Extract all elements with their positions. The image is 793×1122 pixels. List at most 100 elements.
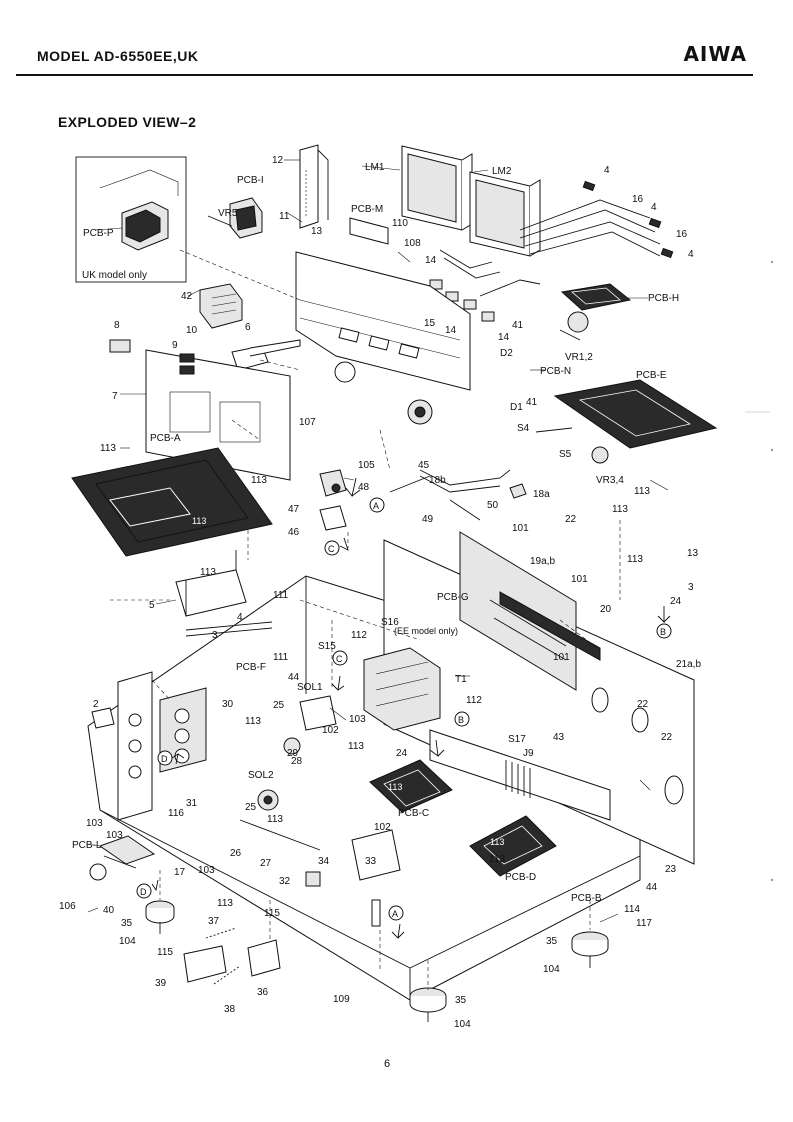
label-49: 49 (422, 514, 434, 525)
label-22-lower: 22 (661, 732, 673, 743)
callout-d-bottom (136, 883, 152, 899)
label-lm1: LM1 (365, 162, 385, 173)
label-24-center: 24 (396, 748, 408, 759)
label-46: 46 (288, 527, 300, 538)
header-rule (16, 74, 753, 76)
label-29: 29 (287, 748, 299, 759)
label-33: 33 (365, 856, 377, 867)
label-113-on-pcba: 113 (192, 516, 206, 526)
label-113-on-pcbd: 113 (490, 837, 504, 847)
label-27: 27 (260, 858, 272, 869)
label-pcb-e: PCB-E (636, 370, 667, 381)
pcb-p-label: PCB-P (83, 228, 114, 239)
label-16-upper: 16 (632, 194, 644, 205)
label-34: 34 (318, 856, 330, 867)
clamp-parts (319, 469, 347, 531)
label-113-right: 113 (634, 486, 650, 497)
callout-a-bottom (388, 905, 404, 921)
label-13-right: 13 (687, 548, 699, 559)
page-number: 6 (384, 1058, 391, 1070)
label-43: 43 (553, 732, 565, 743)
front-bracket (199, 144, 471, 425)
label-pcb-a: PCB-A (150, 433, 181, 444)
label-d2: D2 (500, 348, 513, 359)
label-103-left: 103 (86, 818, 103, 829)
label-103-pcbl: 103 (106, 830, 123, 841)
label-21ab: 21a,b (676, 659, 701, 670)
label-105: 105 (358, 460, 375, 471)
label-47: 47 (288, 504, 300, 515)
label-20: 20 (600, 604, 612, 615)
label-pcb-g: PCB-G (437, 592, 469, 603)
label-35-bottom: 35 (455, 995, 467, 1006)
label-19ab: 19a,b (530, 556, 555, 567)
bracket-5 (175, 550, 247, 617)
label-vr34: VR3,4 (596, 475, 624, 486)
label-11: 11 (279, 211, 290, 222)
label-4-top: 4 (604, 165, 610, 176)
lever-parts (183, 927, 281, 985)
callout-d-bottom-label: D (140, 887, 147, 897)
power-cord (389, 469, 527, 521)
label-113-bracket: 113 (200, 567, 216, 578)
label-44-upper: 44 (288, 672, 300, 683)
label-106: 106 (59, 901, 76, 912)
label-25-upper: 25 (273, 700, 285, 711)
label-30: 30 (222, 699, 234, 710)
label-2: 2 (93, 699, 99, 710)
label-pcb-m: PCB-M (351, 204, 383, 215)
label-4-middle: 4 (651, 202, 657, 213)
label-j9: J9 (523, 748, 534, 759)
label-107: 107 (299, 417, 316, 428)
label-103-lower: 103 (198, 865, 215, 876)
label-7: 7 (112, 391, 118, 402)
label-37: 37 (208, 916, 220, 927)
label-sol2: SOL2 (248, 770, 274, 781)
label-104-bottom: 104 (454, 1019, 471, 1030)
pcb-l-board (89, 835, 156, 881)
label-39: 39 (155, 978, 167, 989)
label-pcb-d: PCB-D (505, 872, 536, 883)
label-9: 9 (172, 340, 178, 351)
label-14-b: 14 (445, 325, 457, 336)
label-28: 28 (291, 756, 303, 767)
label-113-side: 113 (627, 554, 643, 565)
meter-assembly (401, 145, 674, 322)
main-chassis (87, 531, 695, 1001)
label-3-right: 3 (688, 582, 694, 593)
label-50: 50 (487, 500, 499, 511)
section-title: EXPLODED VIEW–2 (58, 114, 197, 130)
label-101-middle: 101 (571, 574, 588, 585)
label-lm2: LM2 (492, 166, 512, 177)
label-22-upper: 22 (565, 514, 577, 525)
label-sol1: SOL1 (297, 682, 323, 693)
label-108: 108 (404, 238, 421, 249)
callout-c-top-label: C (328, 544, 335, 554)
label-114: 114 (624, 904, 640, 915)
leader-lines (85, 159, 669, 923)
label-22-middle: 22 (637, 699, 649, 710)
label-113-lower: 113 (267, 814, 283, 825)
label-113-pcba: 113 (251, 475, 267, 486)
pcb-h-board (559, 283, 632, 341)
label-103-upper: 103 (349, 714, 366, 725)
part-labels: PCB-I VR5 12 11 PCB-M 110 13 108 LM1 LM2… (59, 155, 701, 1030)
callout-c-top (324, 540, 340, 556)
callout-d-left (157, 750, 173, 766)
label-vr5: VR5 (218, 208, 238, 219)
label-111-lower: 111 (273, 652, 289, 663)
uk-inset: PCB-P UK model only (75, 156, 187, 283)
label-ee-note: (EE model only) (394, 626, 458, 636)
front-panel (109, 339, 291, 481)
callout-a-bottom-label: A (392, 909, 398, 919)
label-s15: S15 (318, 641, 336, 652)
label-113-foot: 113 (217, 898, 233, 909)
header-model: MODEL AD-6550EE,UK (37, 48, 199, 64)
label-8: 8 (114, 320, 120, 331)
label-pcb-i: PCB-I (237, 175, 264, 186)
brand-logo: AIWA (683, 42, 747, 66)
callout-a-top (369, 497, 385, 513)
callout-b-right-label: B (660, 627, 666, 637)
label-23: 23 (665, 864, 677, 875)
label-109: 109 (333, 994, 350, 1005)
